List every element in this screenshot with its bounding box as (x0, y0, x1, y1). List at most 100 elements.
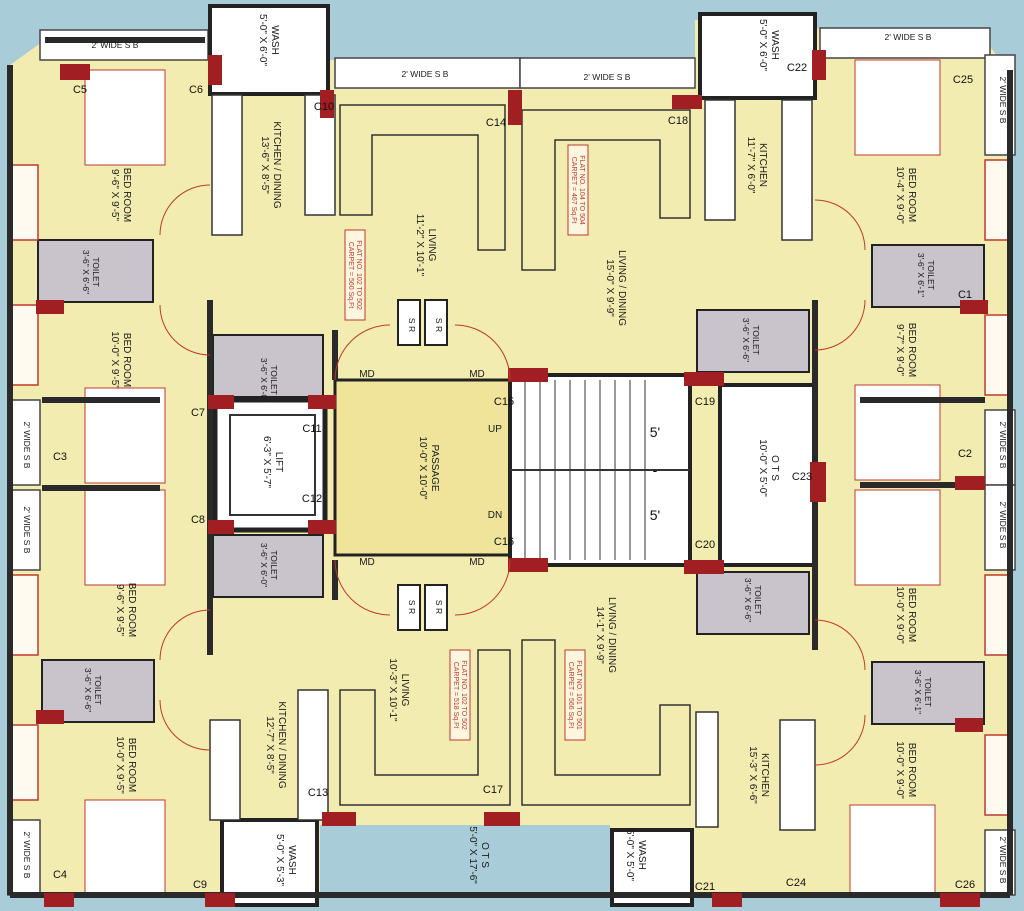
toilet-r4 (871, 661, 985, 725)
sr-label-1: S R (407, 318, 417, 332)
lift-shaft (212, 397, 328, 533)
svg-text:BED ROOM: BED ROOM (121, 333, 132, 387)
toilet-r2 (696, 309, 810, 373)
sunshade-label-l2: 2' WIDE S B (22, 507, 32, 554)
svg-text:C9: C9 (193, 879, 207, 891)
svg-text:15'-0" X 9'-9": 15'-0" X 9'-9" (604, 259, 615, 317)
toilet-l4 (41, 659, 155, 723)
sr-label-2: S R (434, 318, 444, 332)
svg-text:3'-6" X 6'-6": 3'-6" X 6'-6" (81, 250, 91, 294)
md-label-tr: MD (469, 369, 485, 380)
stair-dash: - (653, 462, 658, 478)
columns (36, 50, 988, 907)
svg-text:10'-0" X 9'-5": 10'-0" X 9'-5" (114, 736, 125, 794)
svg-text:CARPET = 566 Sq.Ft: CARPET = 566 Sq.Ft (567, 662, 574, 729)
svg-text:5'-0" X 17'-6": 5'-0" X 17'-6" (467, 826, 478, 884)
svg-text:C17: C17 (483, 784, 503, 796)
svg-text:WASH: WASH (286, 845, 297, 875)
stair-treads (510, 380, 690, 560)
wash-tr (698, 12, 817, 100)
wash-bl (220, 818, 319, 907)
svg-text:CARPET = 560 Sq.Ft: CARPET = 560 Sq.Ft (347, 242, 354, 309)
svg-text:15'-3" X 6'-6": 15'-3" X 6'-6" (747, 746, 758, 804)
svg-text:TOILET: TOILET (93, 675, 103, 705)
svg-text:PASSAGE: PASSAGE (429, 444, 440, 491)
column-labels: C5 C6 C10 C14 C18 C22 C25 C7 C3 C8 C4 C9… (53, 62, 975, 893)
svg-text:14'-1" X 9'-9": 14'-1" X 9'-9" (594, 606, 605, 664)
svg-text:9'-7" X 9'-0": 9'-7" X 9'-0" (894, 324, 905, 377)
svg-text:C8: C8 (191, 514, 205, 526)
svg-text:3'-6" X 6'-0": 3'-6" X 6'-0" (259, 358, 269, 402)
living-counters (339, 104, 691, 806)
toilet-l2 (212, 334, 324, 398)
svg-text:CARPET = 518 Sq.Ft: CARPET = 518 Sq.Ft (452, 662, 459, 729)
md-label-tl: MD (359, 369, 375, 380)
svg-text:C21: C21 (695, 881, 715, 893)
svg-text:3'-6" X 6'-0": 3'-6" X 6'-0" (259, 543, 269, 587)
toilet-l3 (212, 534, 324, 598)
toilet-l1 (37, 239, 154, 303)
sr-shafts (397, 299, 448, 631)
svg-text:FLAT NO. 101 TO 501: FLAT NO. 101 TO 501 (575, 660, 582, 730)
svg-text:TOILET: TOILET (926, 260, 936, 290)
door-swings (159, 184, 866, 766)
svg-text:3'-6" X 6'-6": 3'-6" X 6'-6" (83, 668, 93, 712)
svg-text:C19: C19 (695, 396, 715, 408)
svg-text:C18: C18 (668, 115, 688, 127)
svg-text:5'-0" X 5'-3": 5'-0" X 5'-3" (274, 834, 285, 887)
svg-text:10'-0" X 9'-5": 10'-0" X 9'-5" (109, 331, 120, 389)
lift-car (229, 414, 316, 516)
sunshade-label-tr: 2' WIDE S B (885, 32, 932, 42)
dn-label: DN (488, 510, 502, 521)
svg-text:TOILET: TOILET (751, 325, 761, 355)
svg-text:KITCHEN: KITCHEN (759, 753, 770, 797)
svg-text:WASH: WASH (269, 25, 280, 55)
svg-text:C11: C11 (302, 423, 321, 435)
svg-text:13'-6" X 8'-5": 13'-6" X 8'-5" (259, 136, 270, 194)
sunshade-bands (7, 27, 1016, 896)
svg-text:12'-7" X 8'-5": 12'-7" X 8'-5" (264, 716, 275, 774)
svg-text:TOILET: TOILET (91, 257, 101, 287)
svg-text:10'-0" X 5'-0": 10'-0" X 5'-0" (757, 439, 768, 497)
svg-text:3'-6" X 6'-6": 3'-6" X 6'-6" (743, 578, 753, 622)
svg-text:C14: C14 (486, 117, 506, 129)
svg-text:11'-7" X 6'-0": 11'-7" X 6'-0" (745, 137, 756, 194)
md-label-bl: MD (359, 557, 375, 568)
svg-text:S R: S R (407, 600, 417, 614)
svg-text:S R: S R (434, 318, 444, 332)
svg-text:C7: C7 (191, 407, 205, 419)
svg-text:BED ROOM: BED ROOM (906, 168, 917, 222)
svg-text:C12: C12 (302, 493, 322, 505)
svg-text:LIVING / DINING: LIVING / DINING (616, 250, 627, 326)
svg-text:9'-6" X 9'-5": 9'-6" X 9'-5" (114, 584, 125, 637)
svg-text:5'-0" X 6'-0": 5'-0" X 6'-0" (257, 14, 268, 67)
svg-text:LIFT: LIFT (273, 452, 284, 473)
wash-tl (208, 4, 330, 96)
sunshade-label-tc2: 2' WIDE S B (584, 72, 631, 82)
kitchen-platforms (209, 94, 816, 831)
svg-text:11'-2" X 10'-1": 11'-2" X 10'-1" (414, 214, 425, 277)
svg-text:LIVING: LIVING (399, 674, 410, 707)
sunshade-label-tl: 2' WIDE S B (92, 40, 139, 50)
svg-text:C3: C3 (53, 451, 67, 463)
svg-text:LIVING / DINING: LIVING / DINING (606, 597, 617, 673)
label-ots-bottom: O T S5'-0" X 17'-6" (467, 826, 490, 884)
